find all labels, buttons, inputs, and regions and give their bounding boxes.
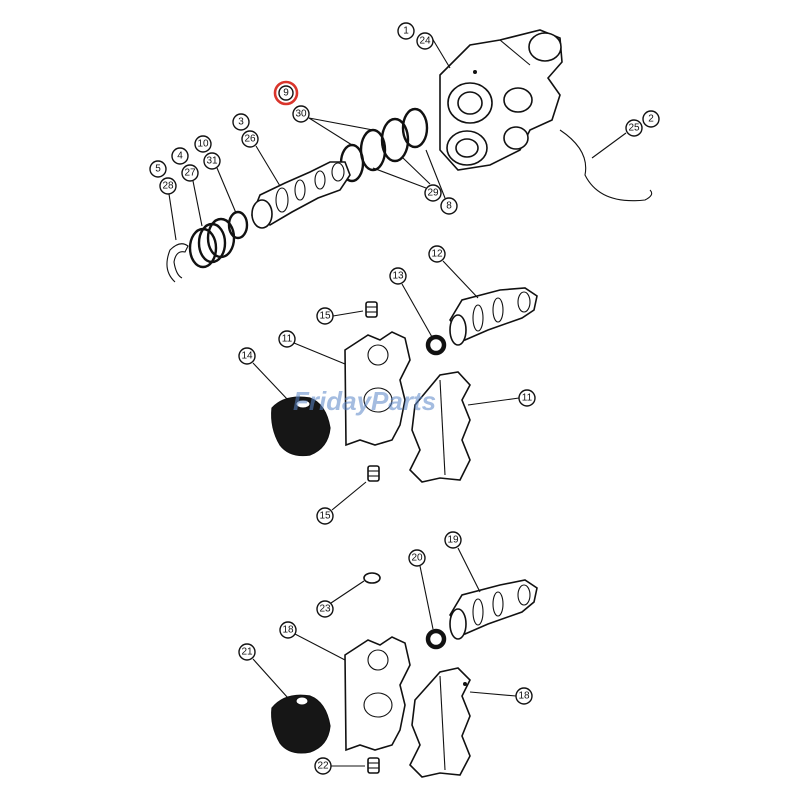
watermark-text: FridayParts xyxy=(293,386,436,416)
callout-27 xyxy=(181,164,199,182)
callout-1 xyxy=(397,22,415,40)
callout-21-label: 21 xyxy=(241,647,253,658)
snap-ring-part xyxy=(559,129,653,202)
knob-21-part xyxy=(271,694,331,754)
set-screw-15a-part xyxy=(365,301,378,318)
coupler-12-part xyxy=(449,287,538,346)
bracket-18-right-part xyxy=(409,667,471,778)
callout-11-left xyxy=(278,330,296,348)
callout-29-label: 29 xyxy=(427,188,439,199)
callouts-bottom-assembly: 20 19 23 18 21 18 22 xyxy=(238,531,533,775)
callout-10 xyxy=(194,135,212,153)
callout-14 xyxy=(238,347,256,365)
callout-4-label: 4 xyxy=(177,151,183,162)
callout-24 xyxy=(416,32,434,50)
callout-13-label: 13 xyxy=(392,271,404,282)
callout-10-label: 10 xyxy=(197,139,209,150)
callout-25-label: 25 xyxy=(628,123,640,134)
callout-30 xyxy=(292,105,310,123)
callout-19-label: 19 xyxy=(447,535,459,546)
callout-23-label: 23 xyxy=(319,604,331,615)
callout-3 xyxy=(232,113,250,131)
callout-14-label: 14 xyxy=(241,351,253,362)
callout-21 xyxy=(238,643,256,661)
callout-2 xyxy=(642,110,660,128)
callout-8-label: 8 xyxy=(446,201,452,212)
callout-29 xyxy=(424,184,442,202)
callout-8 xyxy=(440,197,458,215)
spool-part xyxy=(250,161,351,229)
bracket-11-right-part xyxy=(409,371,471,483)
knob-14-part xyxy=(271,396,331,457)
callout-18-left-label: 18 xyxy=(282,625,294,636)
set-screw-22-part xyxy=(367,757,380,774)
valve-body-part xyxy=(439,29,563,171)
callout-9-highlight xyxy=(273,80,299,106)
callout-28 xyxy=(159,177,177,195)
o-ring-part xyxy=(227,210,249,240)
callouts-middle-assembly: 12 13 15 11 14 11 15 xyxy=(238,245,536,525)
callout-28-label: 28 xyxy=(162,181,174,192)
callout-22-label: 22 xyxy=(317,761,329,772)
callout-20-label: 20 xyxy=(411,553,423,564)
callout-11-right-label: 11 xyxy=(522,393,533,404)
callout-26-label: 26 xyxy=(244,134,256,145)
bracket-11-left-part xyxy=(344,331,411,447)
callout-18-left xyxy=(279,621,297,639)
callout-11-left-label: 11 xyxy=(282,334,293,345)
callout-15-lower-label: 15 xyxy=(319,511,331,522)
callout-3-label: 3 xyxy=(238,117,244,128)
callout-12 xyxy=(428,245,446,263)
callout-26 xyxy=(241,130,259,148)
spring-rings-part xyxy=(188,217,236,269)
seal-rings-part xyxy=(339,107,429,183)
seal-13-part xyxy=(425,334,447,356)
callout-15-lower xyxy=(316,507,334,525)
callouts-top-assembly: 1 24 9 30 25 2 3 26 10 31 4 27 5 28 xyxy=(149,22,660,241)
bracket-18-left-part xyxy=(344,636,411,752)
callout-1-label: 1 xyxy=(403,26,409,37)
callout-13 xyxy=(389,267,407,285)
callout-25 xyxy=(625,119,643,137)
callout-24-label: 24 xyxy=(419,36,431,47)
retaining-clip-part xyxy=(166,243,189,283)
callout-20 xyxy=(408,549,426,567)
callout-30-label: 30 xyxy=(295,109,307,120)
callout-5-label: 5 xyxy=(155,164,161,175)
callout-9-label: 9 xyxy=(283,88,289,99)
callout-18-right-label: 18 xyxy=(518,691,530,702)
callout-31 xyxy=(203,152,221,170)
callout-9 xyxy=(278,85,294,101)
seal-20-part xyxy=(425,628,447,650)
coupler-19-part xyxy=(449,579,538,640)
callout-2-label: 2 xyxy=(648,114,654,125)
callout-4 xyxy=(171,147,189,165)
callout-19 xyxy=(444,531,462,549)
callout-15-upper-label: 15 xyxy=(319,311,331,322)
callout-27-label: 27 xyxy=(184,168,196,179)
callout-5 xyxy=(149,160,167,178)
callout-31-label: 31 xyxy=(206,156,218,167)
set-screw-15b-part xyxy=(367,465,380,482)
callout-23 xyxy=(316,600,334,618)
callout-12-label: 12 xyxy=(431,249,443,260)
plug-23-part xyxy=(363,572,381,584)
